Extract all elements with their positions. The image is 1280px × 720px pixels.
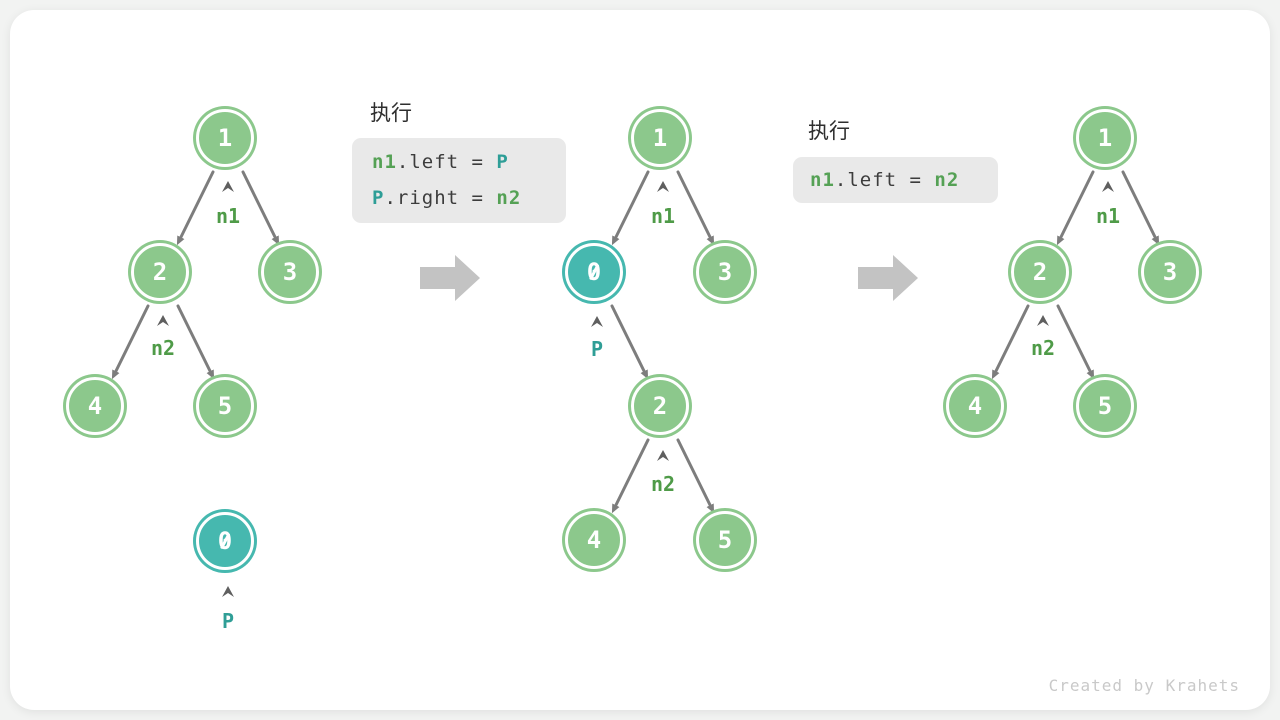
tree-left-node-5: 5 — [196, 377, 254, 435]
pointer-label-p: P — [221, 609, 235, 633]
pointer-label-n2: n2 — [1030, 336, 1056, 360]
exec-title-2: 执行 — [808, 119, 850, 143]
code-line: P.right = n2 — [372, 180, 566, 216]
exec-title-1: 执行 — [370, 101, 412, 125]
node-value: 4 — [967, 392, 983, 420]
tree-right-node-root: 1 — [1076, 109, 1134, 167]
tree-middle-node-5: 5 — [696, 511, 754, 569]
pointer-label-n1: n1 — [1095, 204, 1121, 228]
node-value: 1 — [217, 124, 233, 152]
pointer-label-n1: n1 — [215, 204, 241, 228]
tree-middle-node-4: 4 — [565, 511, 623, 569]
pointer-label-n2: n2 — [650, 472, 676, 496]
tree-middle-node-root: 1 — [631, 109, 689, 167]
tree-left-node-3: 3 — [261, 243, 319, 301]
tree-left-node-4: 4 — [66, 377, 124, 435]
credit-text: Created by Krahets — [1048, 676, 1240, 695]
pointer-label-n1: n1 — [650, 204, 676, 228]
code-token-n2: n2 — [496, 187, 522, 209]
code-block-2: n1.left = n2 — [793, 157, 998, 203]
node-value: 2 — [152, 258, 168, 286]
node-value: 4 — [586, 526, 602, 554]
node-value: 1 — [1097, 124, 1113, 152]
code-block-1: n1.left = P P.right = n2 — [352, 138, 566, 223]
code-token-p: P — [372, 187, 385, 209]
code-line: n1.left = n2 — [810, 162, 959, 198]
tree-left-node-2: 2 — [131, 243, 189, 301]
node-value: 2 — [1032, 258, 1048, 286]
code-token-n2: n2 — [934, 169, 960, 191]
diagram-panel — [10, 10, 1270, 710]
node-value: 3 — [282, 258, 298, 286]
tree-left-node-root: 1 — [196, 109, 254, 167]
node-value: 5 — [217, 392, 233, 420]
node-value: 3 — [717, 258, 733, 286]
node-value: 5 — [717, 526, 733, 554]
detached-node-0: 0 — [196, 512, 254, 570]
node-value: 4 — [87, 392, 103, 420]
node-value: 2 — [652, 392, 668, 420]
code-token: .left = — [834, 169, 935, 191]
tree-right-node-4: 4 — [946, 377, 1004, 435]
code-line: n1.left = P — [372, 144, 566, 180]
code-token: .right = — [384, 187, 497, 209]
node-value: 1 — [652, 124, 668, 152]
code-token-n1: n1 — [372, 151, 397, 173]
pointer-label-p: P — [590, 337, 604, 361]
tree-right-node-3: 3 — [1141, 243, 1199, 301]
tree-middle-node-0: 0 — [565, 243, 623, 301]
pointer-label-n2: n2 — [150, 336, 176, 360]
tree-middle-node-3: 3 — [696, 243, 754, 301]
node-value: 3 — [1162, 258, 1178, 286]
code-token-n1: n1 — [810, 169, 835, 191]
node-value: 5 — [1097, 392, 1113, 420]
code-token: .left = — [396, 151, 497, 173]
tree-right-node-2: 2 — [1011, 243, 1069, 301]
tree-middle-node-2: 2 — [631, 377, 689, 435]
code-token-p: P — [496, 151, 509, 173]
tree-right-node-5: 5 — [1076, 377, 1134, 435]
